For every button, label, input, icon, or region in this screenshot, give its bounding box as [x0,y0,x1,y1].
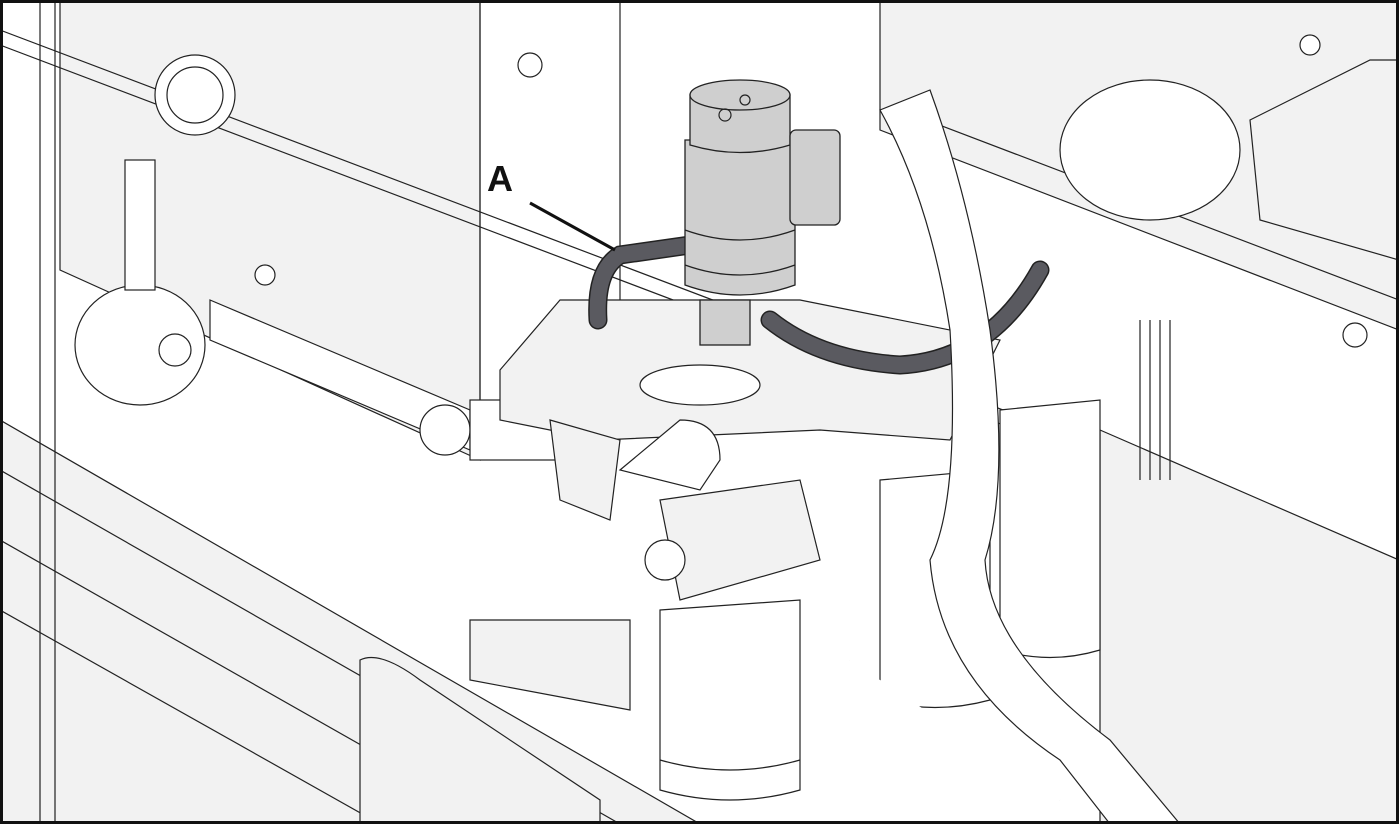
callout-leader-line [529,201,616,252]
right-components [1059,34,1399,480]
left-fittings [74,52,561,461]
fuel-filters [618,399,1101,801]
fuel-hoses [588,235,1050,375]
callout-label-a: A [487,158,513,199]
fuel-pump-component-a [684,79,841,346]
large-hose [840,89,1181,824]
mounting-plate [499,299,1001,521]
